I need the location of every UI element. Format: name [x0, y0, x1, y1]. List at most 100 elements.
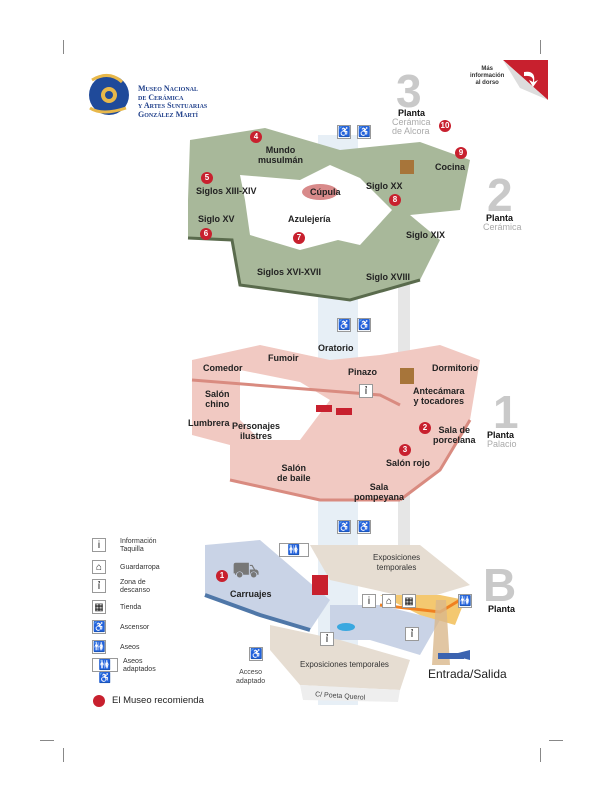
- museum-name-line: de Cerámica: [138, 92, 184, 102]
- elevator-icon: ♿: [357, 520, 371, 534]
- room-label: Exposiciones: [373, 553, 421, 562]
- crop-mark: [63, 748, 64, 762]
- recommend-marker-7[interactable]: 7: [293, 232, 305, 244]
- room-label: Personajes: [232, 421, 281, 431]
- room-cupula[interactable]: Cúpula: [310, 187, 341, 197]
- legend-text: Zona de: [120, 579, 146, 586]
- room-siglo-xviii[interactable]: Siglo XVIII: [366, 272, 411, 282]
- room-pinazo[interactable]: Pinazo: [348, 367, 378, 377]
- floor-3-name: Cerámica: [392, 117, 431, 127]
- more-info-line: Más: [481, 66, 493, 72]
- accessible-entrance[interactable]: Acceso adaptado: [236, 668, 265, 686]
- recommend-marker-8[interactable]: 8: [389, 194, 401, 206]
- rest-area-icon: ỉ: [359, 384, 373, 398]
- recommend-marker-10[interactable]: 10: [439, 120, 451, 132]
- rest-area-icon: ỉ: [92, 579, 106, 593]
- recommend-marker-4[interactable]: 4: [250, 131, 262, 143]
- recommend-marker-3[interactable]: 3: [399, 444, 411, 456]
- room-label: musulmán: [258, 155, 304, 165]
- floor-b-number: B: [483, 559, 517, 611]
- floor-b-label: Planta: [488, 604, 516, 614]
- room-label: pompeyana: [354, 492, 405, 502]
- room-fumoir[interactable]: Fumoir: [268, 353, 299, 363]
- legend-label: Tienda: [120, 604, 141, 612]
- elevator-icon: ♿: [337, 125, 351, 139]
- recommend-marker-6[interactable]: 6: [200, 228, 212, 240]
- legend-text: adaptados: [123, 666, 156, 673]
- room-label: Mundo: [265, 145, 296, 155]
- room-label: Sala: [369, 482, 389, 492]
- entrance-exit-label[interactable]: Entrada/Salida: [428, 667, 507, 681]
- floor-3-name: de Alcora: [392, 126, 430, 136]
- crop-mark: [540, 40, 541, 54]
- page-turn-icon[interactable]: [500, 58, 550, 103]
- legend-text: Aseos: [123, 658, 143, 665]
- floor-1-label: Planta: [487, 430, 515, 440]
- room-label: Acceso: [239, 669, 263, 676]
- floor-3-number: 3: [396, 65, 422, 117]
- legend-text: Información: [120, 538, 157, 545]
- floor-3-label: Planta: [398, 108, 426, 118]
- accessible-toilets-icon: 🚻♿: [92, 658, 118, 684]
- museum-name-line: y Artes Suntuarias: [138, 101, 208, 110]
- room-azulejeria[interactable]: Azulejería: [288, 214, 331, 224]
- room-siglo-xv[interactable]: Siglo XV: [198, 214, 235, 224]
- room-cocina[interactable]: Cocina: [435, 162, 466, 172]
- toilets-icon: 🚻: [92, 640, 106, 654]
- gift-icon: ▦: [402, 594, 416, 608]
- recommend-marker-5[interactable]: 5: [201, 172, 213, 184]
- legend-text: descanso: [120, 587, 150, 594]
- accessible-toilets-icon: 🚻: [279, 543, 309, 557]
- more-info-line: información: [470, 73, 505, 79]
- room-salon-rojo[interactable]: Salón rojo: [386, 458, 431, 468]
- recommend-legend-label: El Museo recomienda: [112, 695, 204, 706]
- more-info-text: Más información al dorso: [470, 66, 504, 87]
- toilets-icon: 🚻: [458, 594, 472, 608]
- recommend-marker-1[interactable]: 1: [216, 570, 228, 582]
- floor-2-label: Planta: [486, 213, 514, 223]
- elevator-icon: ♿: [337, 520, 351, 534]
- museum-name-line: Museo Nacional: [138, 84, 199, 93]
- floor-1-number: 1: [493, 386, 519, 438]
- room-dormitorio[interactable]: Dormitorio: [432, 363, 478, 373]
- legend-text: Aseos: [120, 644, 140, 651]
- room-label: Sala de: [438, 425, 471, 435]
- room-label: porcelana: [433, 435, 476, 445]
- elevator-icon: ♿: [92, 620, 106, 634]
- recommend-marker-9[interactable]: 9: [455, 147, 467, 159]
- room-siglos-xiii-xiv[interactable]: Siglos XIII-XIV: [196, 186, 257, 196]
- crop-mark: [40, 740, 54, 741]
- room-siglo-xix[interactable]: Siglo XIX: [406, 230, 446, 240]
- room-carruajes[interactable]: Carruajes: [230, 589, 272, 599]
- room-lumbrera[interactable]: Lumbrera: [188, 418, 230, 428]
- room-oratorio[interactable]: Oratorio: [318, 343, 354, 353]
- elevator-icon: ♿: [249, 647, 263, 661]
- crop-mark: [540, 748, 541, 762]
- room-label: adaptado: [236, 678, 266, 685]
- room-label: Salón: [205, 389, 230, 399]
- room-label: chino: [205, 399, 230, 409]
- floor-2-plan: [187, 128, 470, 302]
- crop-mark: [63, 40, 64, 54]
- recommend-marker-2[interactable]: 2: [419, 422, 431, 434]
- gift-icon: ▦: [92, 600, 106, 614]
- room-siglos-xvi-xvii[interactable]: Siglos XVI-XVII: [257, 267, 322, 277]
- floor-2-number: 2: [487, 169, 513, 221]
- room-exposiciones-temporales-2[interactable]: Exposiciones temporales: [300, 660, 389, 669]
- room-comedor[interactable]: Comedor: [203, 363, 243, 373]
- museum-name: Museo Nacional de Cerámica y Artes Suntu…: [138, 84, 208, 119]
- room-siglo-xx[interactable]: Siglo XX: [366, 181, 403, 191]
- room-label: temporales: [376, 563, 417, 572]
